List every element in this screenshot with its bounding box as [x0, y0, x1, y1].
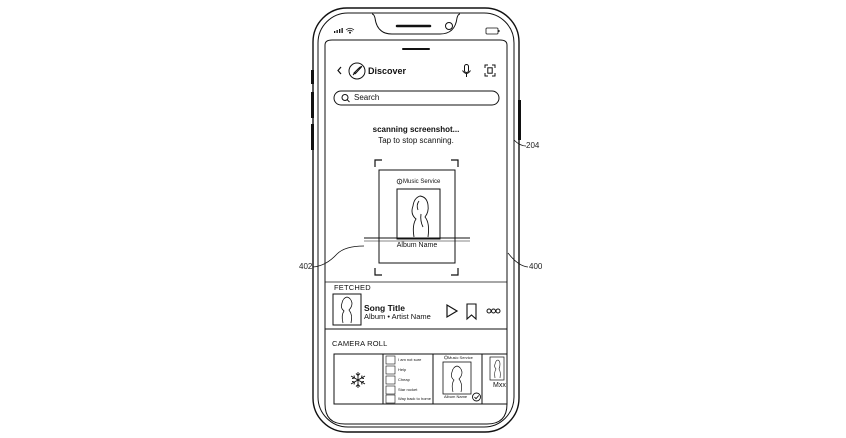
- list-item: Help: [398, 367, 407, 372]
- song-thumbnail: [332, 293, 362, 326]
- search-bar-outline: [333, 90, 500, 106]
- list-item: Cheap: [398, 377, 410, 382]
- mute-switch: [311, 70, 314, 84]
- album-art: [396, 188, 441, 240]
- more-button[interactable]: [485, 304, 502, 318]
- card-album-label: Album Name: [396, 242, 438, 249]
- list-thumb-icons: [385, 355, 396, 404]
- list-item: I am not sure: [398, 357, 422, 362]
- camera-roll-thumb-list[interactable]: I am not sure Help Cheap Star rocket Way…: [383, 354, 433, 404]
- scanned-card: [378, 169, 456, 264]
- camera-roll-thumb-snowflake[interactable]: [334, 354, 383, 404]
- partial-thumb-label: Mxx: [493, 382, 506, 389]
- search-placeholder: Search: [354, 93, 380, 102]
- song-subtitle: Album • Artist Name: [364, 312, 431, 321]
- fetched-song-row[interactable]: Song Title Album • Artist Name: [333, 293, 438, 326]
- card-service-label: Music Service: [403, 178, 441, 185]
- page-title: Discover: [368, 66, 407, 76]
- volume-up-button: [311, 92, 314, 118]
- back-button[interactable]: [333, 62, 347, 80]
- play-icon: [446, 303, 459, 319]
- info-icon-small: [444, 355, 448, 360]
- leader-402: [312, 245, 365, 268]
- more-icon: [486, 308, 501, 314]
- play-button[interactable]: [443, 301, 460, 321]
- album-figure: [411, 195, 430, 238]
- thumb-service-label: Music Service: [448, 355, 473, 360]
- back-chevron-icon: [337, 66, 342, 75]
- power-button: [518, 100, 521, 140]
- bookmark-button[interactable]: [464, 301, 479, 321]
- scan-hint-text: Tap to stop scanning.: [378, 136, 454, 145]
- reference-numeral-204: 204: [526, 141, 540, 150]
- partial-thumb-image: [489, 356, 505, 381]
- leader-400: [507, 252, 529, 268]
- voice-search-button[interactable]: [459, 61, 474, 80]
- camera-roll-thumb-music[interactable]: Music Service Album Name: [433, 354, 482, 404]
- selected-check-icon: [472, 392, 481, 402]
- thumb-album-label: Album Name: [444, 394, 468, 399]
- stop-scanning-area[interactable]: scanning screenshot... Tap to stop scann…: [330, 125, 502, 147]
- info-icon: [396, 178, 403, 185]
- song-thumb-figure: [340, 296, 353, 324]
- phone-inner-bezel: [317, 12, 515, 428]
- scan-button[interactable]: [482, 62, 498, 79]
- reference-numeral-400: 400: [529, 262, 543, 271]
- list-item: Way back to home: [398, 396, 431, 401]
- reference-numeral-402: 402: [299, 262, 313, 271]
- thumb-album-figure: [450, 365, 463, 393]
- leader-204: [513, 139, 527, 147]
- notch: [371, 13, 461, 35]
- phone-outer-body: [312, 7, 520, 433]
- bookmark-icon: [466, 303, 477, 321]
- microphone-icon: [462, 64, 471, 77]
- rocket-app-icon: [348, 62, 366, 80]
- scan-status-text: scanning screenshot...: [372, 125, 460, 134]
- search-input[interactable]: Search: [334, 91, 499, 105]
- search-icon: [341, 94, 350, 103]
- battery-icon: [485, 27, 500, 35]
- scan-frame-icon: [484, 64, 496, 77]
- camera-roll-thumb-partial[interactable]: Mxx: [482, 354, 507, 404]
- wifi-icon: [345, 27, 355, 34]
- volume-down-button: [311, 124, 314, 150]
- front-camera: [445, 22, 453, 30]
- fetched-section-label: FETCHED: [334, 283, 371, 292]
- thumb-album-art: [442, 361, 472, 395]
- camera-roll-section-label: CAMERA ROLL: [332, 339, 388, 348]
- song-title: Song Title: [364, 303, 405, 313]
- cellular-signal-icon: [334, 28, 343, 33]
- list-item: Star rocket: [398, 387, 418, 392]
- snowflake-icon: [350, 372, 366, 388]
- scan-viewfinder: [374, 159, 459, 276]
